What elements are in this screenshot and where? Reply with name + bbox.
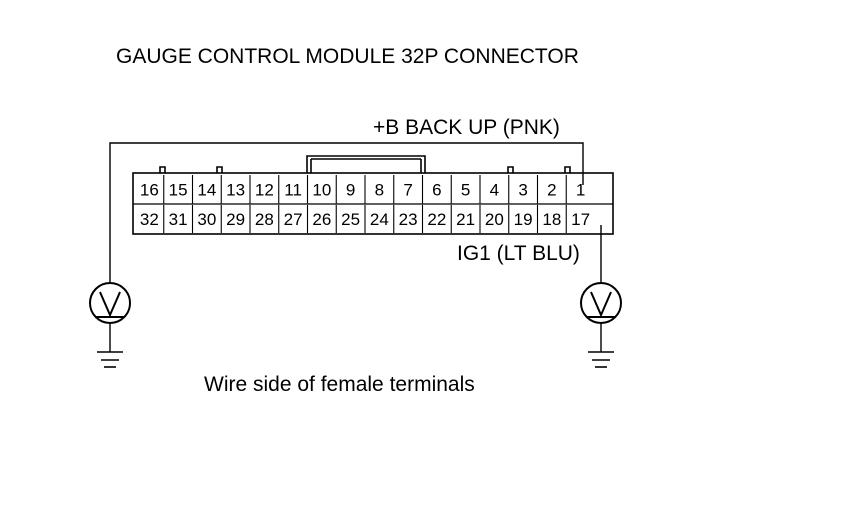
pin-top-5: 5 [461, 181, 470, 200]
pin-top-7: 7 [403, 181, 412, 200]
pin-top-8: 8 [375, 181, 384, 200]
pin-bottom-19: 19 [514, 210, 533, 229]
ig1-wire-label: IG1 (LT BLU) [457, 242, 580, 265]
pin-bottom-18: 18 [542, 210, 561, 229]
pin-bottom-21: 21 [456, 210, 475, 229]
pin-top-12: 12 [255, 181, 274, 200]
pin-bottom-25: 25 [341, 210, 360, 229]
backup-wire [109, 142, 584, 352]
pin-bottom-28: 28 [255, 210, 274, 229]
diagram-title: GAUGE CONTROL MODULE 32P CONNECTOR [116, 45, 579, 68]
pin-bottom-32: 32 [140, 210, 159, 229]
pin-bottom-30: 30 [197, 210, 216, 229]
footer-note: Wire side of female terminals [204, 373, 475, 396]
pin-bottom-26: 26 [312, 210, 331, 229]
backup-wire-label: +B BACK UP (PNK) [373, 116, 560, 139]
pin-bottom-31: 31 [169, 210, 188, 229]
ground-icon [97, 351, 123, 368]
voltmeter-icon [580, 282, 622, 324]
ground-icon [588, 351, 614, 368]
pin-bottom-24: 24 [370, 210, 389, 229]
pin-bottom-22: 22 [427, 210, 446, 229]
pin-bottom-23: 23 [399, 210, 418, 229]
pin-top-11: 11 [284, 181, 302, 200]
pin-top-13: 13 [226, 181, 245, 200]
pin-top-16: 16 [140, 181, 159, 200]
pin-bottom-27: 27 [284, 210, 303, 229]
pin-bottom-17: 17 [571, 210, 590, 229]
pin-bottom-29: 29 [226, 210, 245, 229]
pin-top-10: 10 [312, 181, 331, 200]
pin-top-3: 3 [518, 181, 527, 200]
pin-bottom-20: 20 [485, 210, 504, 229]
pin-top-6: 6 [432, 181, 441, 200]
pin-top-9: 9 [346, 181, 355, 200]
pin-top-2: 2 [547, 181, 556, 200]
pin-top-15: 15 [169, 181, 188, 200]
pin-top-4: 4 [490, 181, 499, 200]
pin-top-1: 1 [576, 181, 585, 200]
voltmeter-icon [89, 282, 131, 324]
pin-top-14: 14 [197, 181, 216, 200]
